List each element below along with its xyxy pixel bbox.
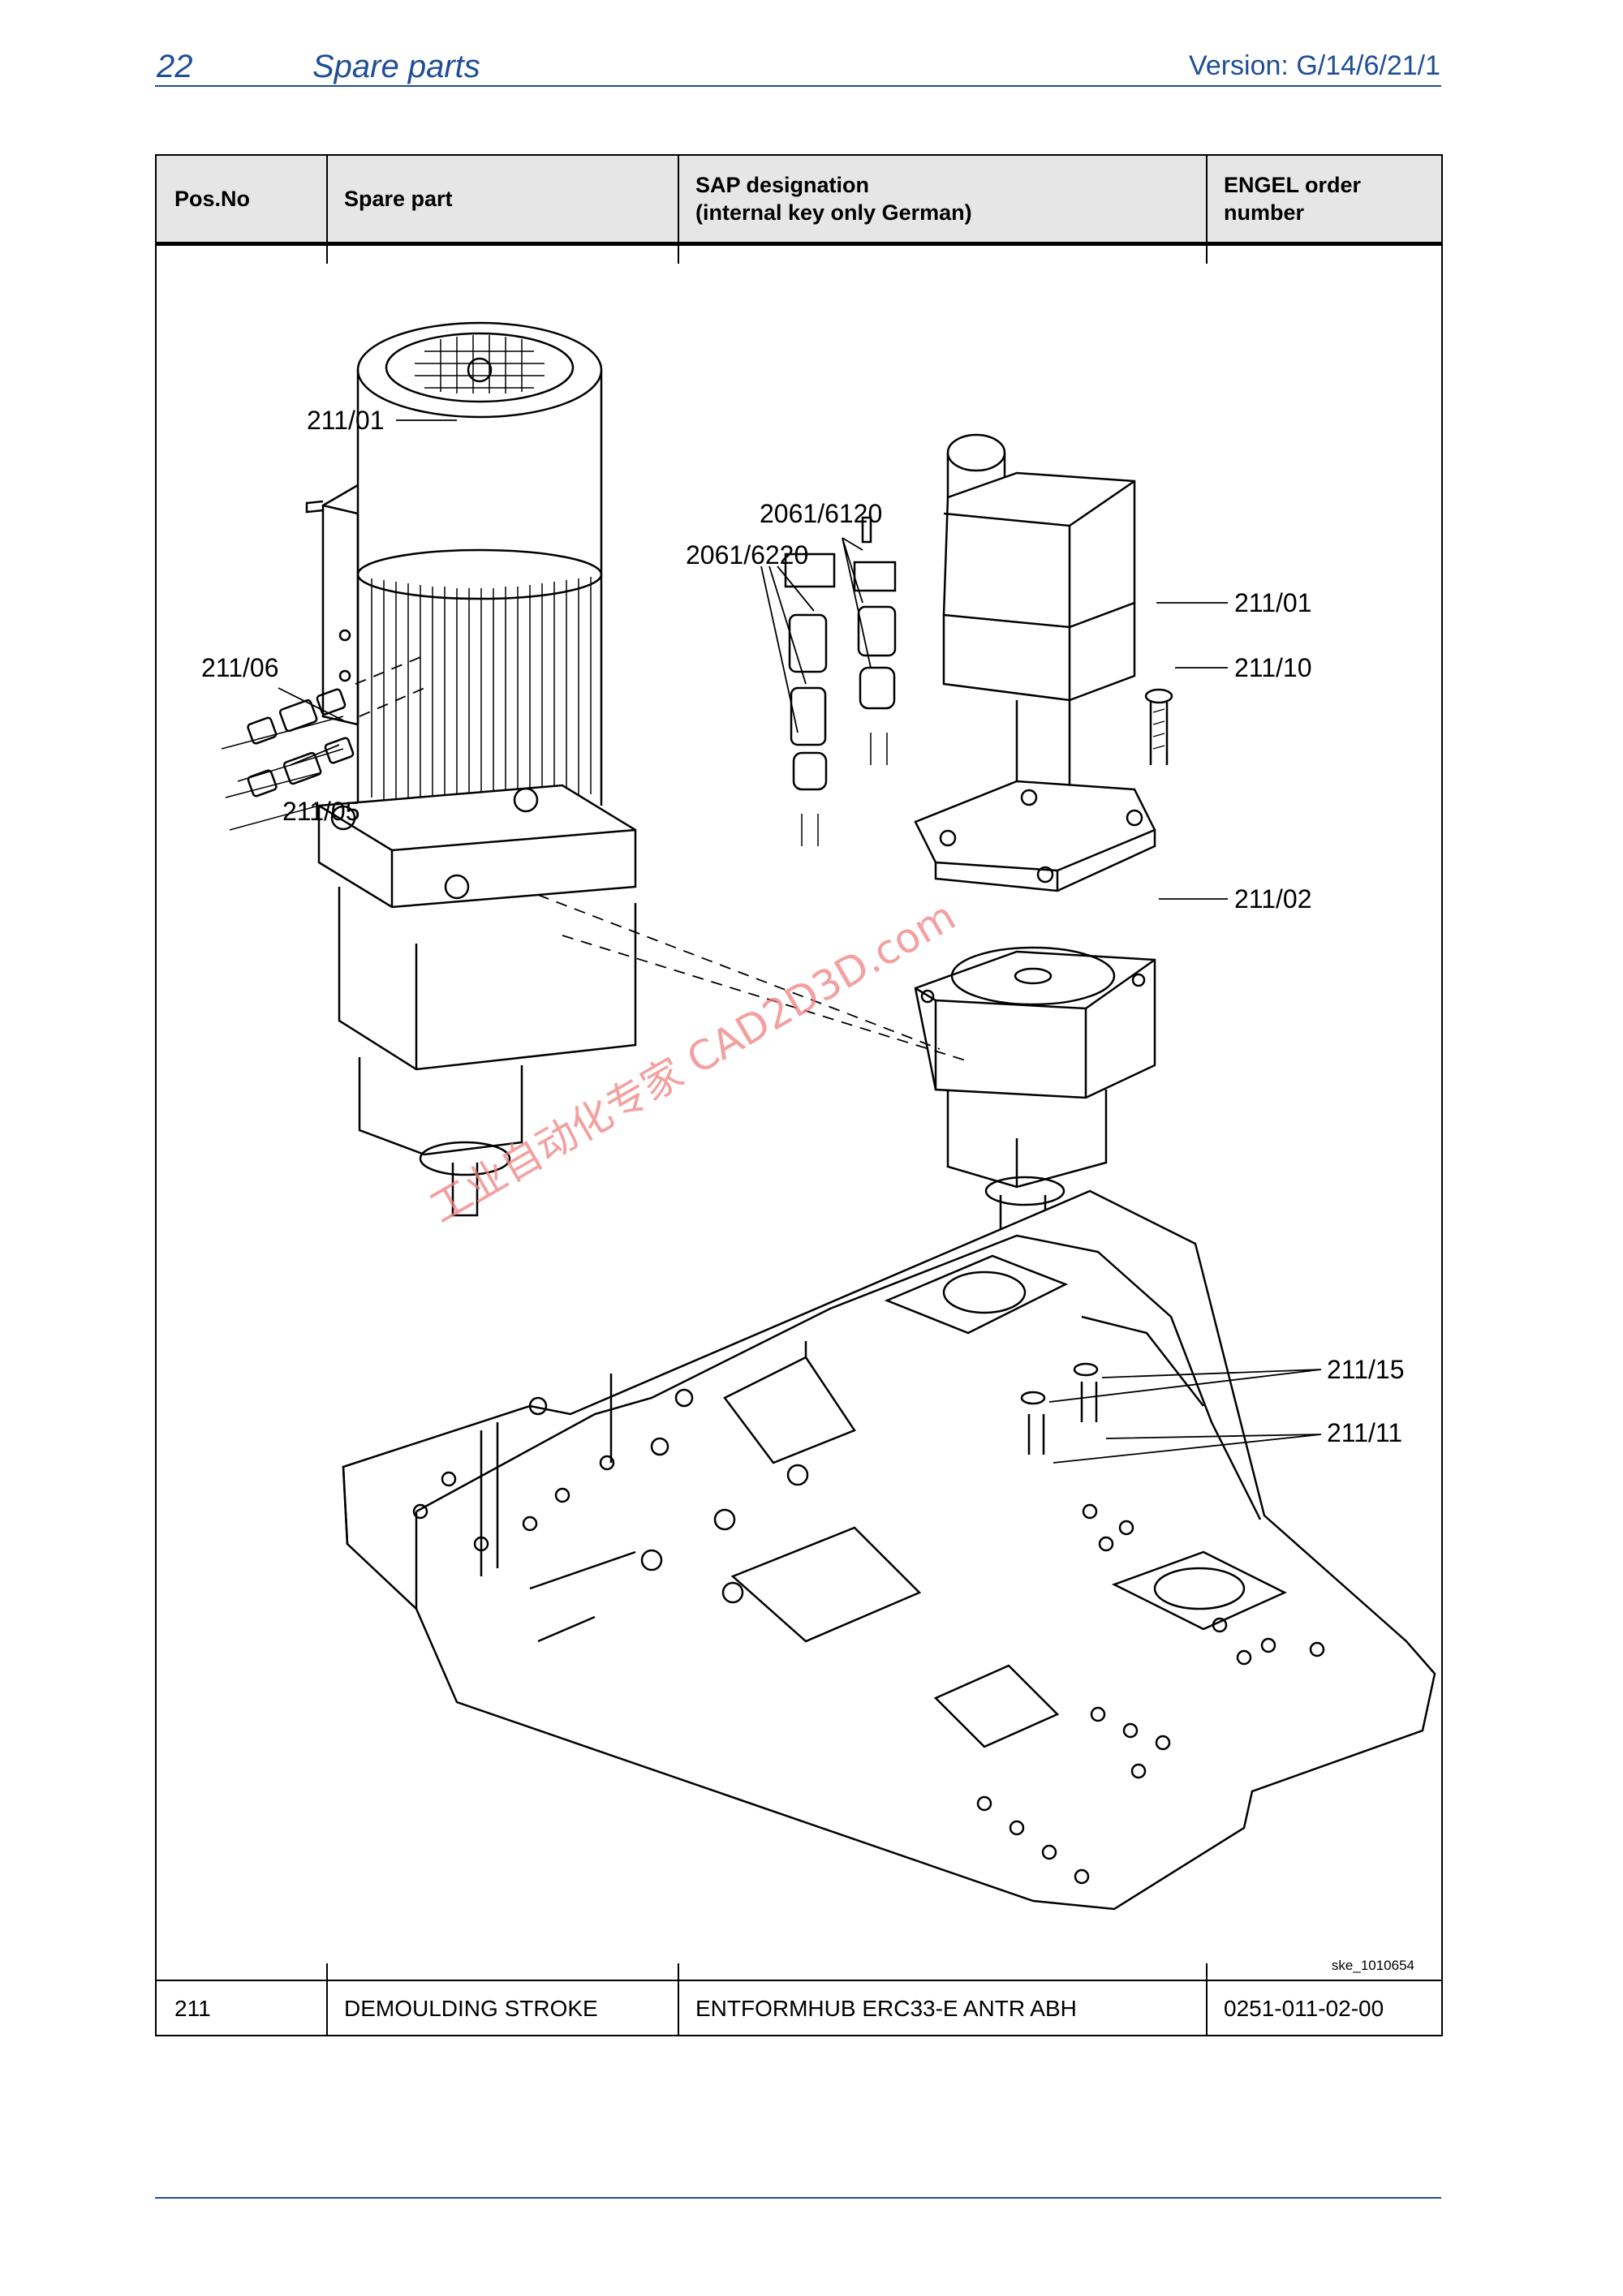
page-number: 22 [157, 49, 193, 84]
connector-parts [760, 516, 897, 846]
callout-211-06: 211/06 [201, 653, 279, 682]
col-header-sap-designation: SAP designation (internal key only Germa… [695, 173, 972, 225]
callout-2061-6120: 2061/6120 [760, 499, 882, 528]
callout-2061-6220: 2061/6220 [686, 540, 808, 570]
col-tick [678, 246, 679, 264]
table-row: 211 DEMOULDING STROKE ENTFORMHUB ERC33-E… [157, 1980, 1441, 2036]
table-header: Pos.No Spare part SAP designation (inter… [157, 156, 1441, 246]
col-tick [1206, 246, 1208, 264]
leader-lines [278, 419, 1322, 1464]
callout-211-15: 211/15 [1327, 1355, 1405, 1384]
col-divider [326, 156, 328, 242]
col-divider [1206, 1963, 1208, 2035]
footer-rule [155, 2197, 1441, 2199]
col-header-pos-no: Pos.No [174, 187, 251, 211]
col-divider [678, 156, 679, 242]
col-header-order-number: ENGEL order number [1224, 173, 1362, 225]
watermark: 工业自动化专家 CAD2D3D.com [422, 892, 963, 1232]
page-title: Spare parts [312, 49, 480, 84]
drawing-id: ske_1010654 [1332, 1958, 1414, 1973]
col-divider [326, 1963, 328, 2035]
base-frame [342, 1189, 1436, 1911]
col-header-spare-part: Spare part [344, 187, 453, 211]
callout-211-10: 211/10 [1234, 653, 1312, 682]
motor-assembly-left [305, 321, 637, 1217]
col-divider [678, 1963, 679, 2035]
callout-211-02: 211/02 [1234, 884, 1312, 914]
callout-211-11: 211/11 [1327, 1418, 1402, 1447]
callout-211-05: 211/05 [282, 797, 360, 826]
col-tick [326, 246, 328, 264]
cell-spare-part: DEMOULDING STROKE [344, 1996, 598, 2021]
spare-parts-table: Pos.No Spare part SAP designation (inter… [155, 154, 1443, 2036]
servo-motor-right [914, 433, 1173, 892]
version-label: Version: G/14/6/21/1 [1189, 50, 1440, 81]
callout-211-01-servo: 211/01 [1234, 588, 1312, 617]
gearbox-right [914, 946, 1156, 1241]
cell-pos-no: 211 [174, 1996, 211, 2021]
header-rule [155, 85, 1441, 87]
callout-211-01-motor: 211/01 [307, 406, 385, 435]
col-divider [1206, 156, 1208, 242]
exploded-parts-drawing: 211/01 2061/6120 2061/6220 211/01 211/10… [157, 246, 1441, 1980]
cell-order-number: 0251-011-02-00 [1224, 1996, 1384, 2021]
cell-sap-designation: ENTFORMHUB ERC33-E ANTR ABH [695, 1996, 1077, 2021]
